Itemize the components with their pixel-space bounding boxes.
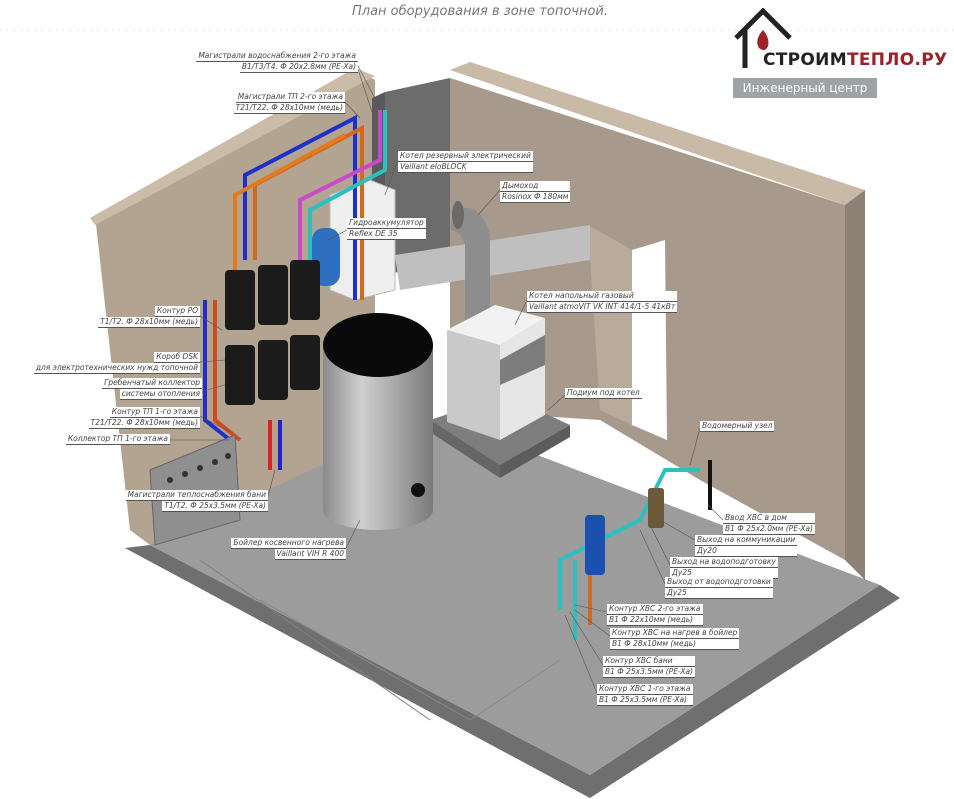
pump-groups: [225, 260, 320, 405]
company-logo: СТРОИМТЕПЛО.РУ Инженерный центр: [733, 8, 947, 100]
dhw-tank: [323, 345, 433, 530]
label-water-meter: Водомерный узел: [700, 421, 775, 432]
door-opening: [632, 240, 667, 440]
flue-pipe: [450, 207, 490, 335]
gas-boiler: [447, 330, 500, 440]
house-flame-icon: [734, 8, 792, 68]
water-filter: [585, 515, 605, 575]
right-wall-edge: [845, 190, 865, 580]
label-floor-heating-collector: Коллектор ТП 1-го этажа: [65, 434, 170, 445]
floor-slab-side: [125, 545, 900, 798]
label-podium: Подиум под котел: [565, 388, 642, 399]
logo-subtitle: Инженерный центр: [733, 78, 877, 98]
label-leaders: [170, 59, 724, 694]
page-title: План оборудования в зоне топочной.: [351, 4, 608, 19]
logo-text: СТРОИМТЕПЛО.РУ: [763, 50, 948, 70]
right-wall-top: [450, 62, 865, 205]
